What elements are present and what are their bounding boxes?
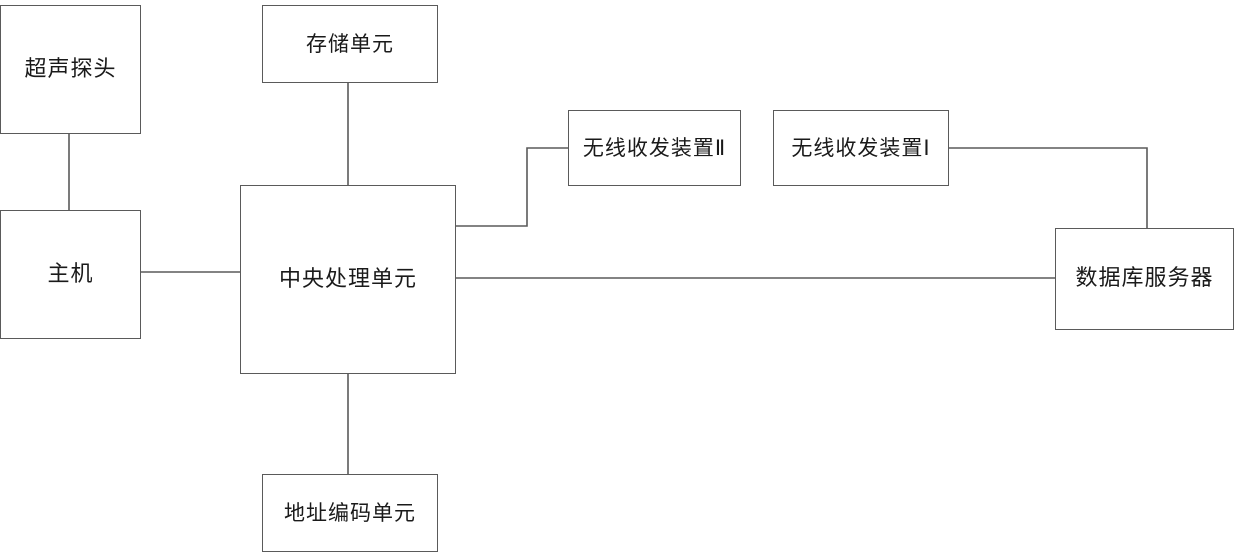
node-label-storage-unit: 存储单元 (306, 31, 394, 56)
node-label-wireless-transceiver-1: 无线收发装置Ⅰ (791, 135, 931, 160)
node-label-address-encoding-unit: 地址编码单元 (284, 500, 416, 525)
node-wireless-transceiver-2: 无线收发装置Ⅱ (568, 110, 741, 186)
node-label-database-server: 数据库服务器 (1075, 266, 1214, 291)
node-label-wireless-transceiver-2: 无线收发装置Ⅱ (582, 135, 727, 160)
node-label-central-processing-unit: 中央处理单元 (278, 266, 417, 292)
node-database-server: 数据库服务器 (1055, 228, 1234, 330)
node-ultrasonic-probe: 超声探头 (0, 5, 141, 134)
node-central-processing-unit: 中央处理单元 (240, 185, 456, 374)
node-host: 主机 (0, 210, 141, 339)
node-label-host: 主机 (47, 261, 94, 287)
node-label-ultrasonic-probe: 超声探头 (24, 56, 117, 82)
node-address-encoding-unit: 地址编码单元 (262, 474, 438, 552)
connector-wireless1-to-database (949, 147, 1148, 228)
connector-cpu-to-wireless2 (456, 147, 568, 227)
node-storage-unit: 存储单元 (262, 5, 438, 83)
node-wireless-transceiver-1: 无线收发装置Ⅰ (773, 110, 949, 186)
